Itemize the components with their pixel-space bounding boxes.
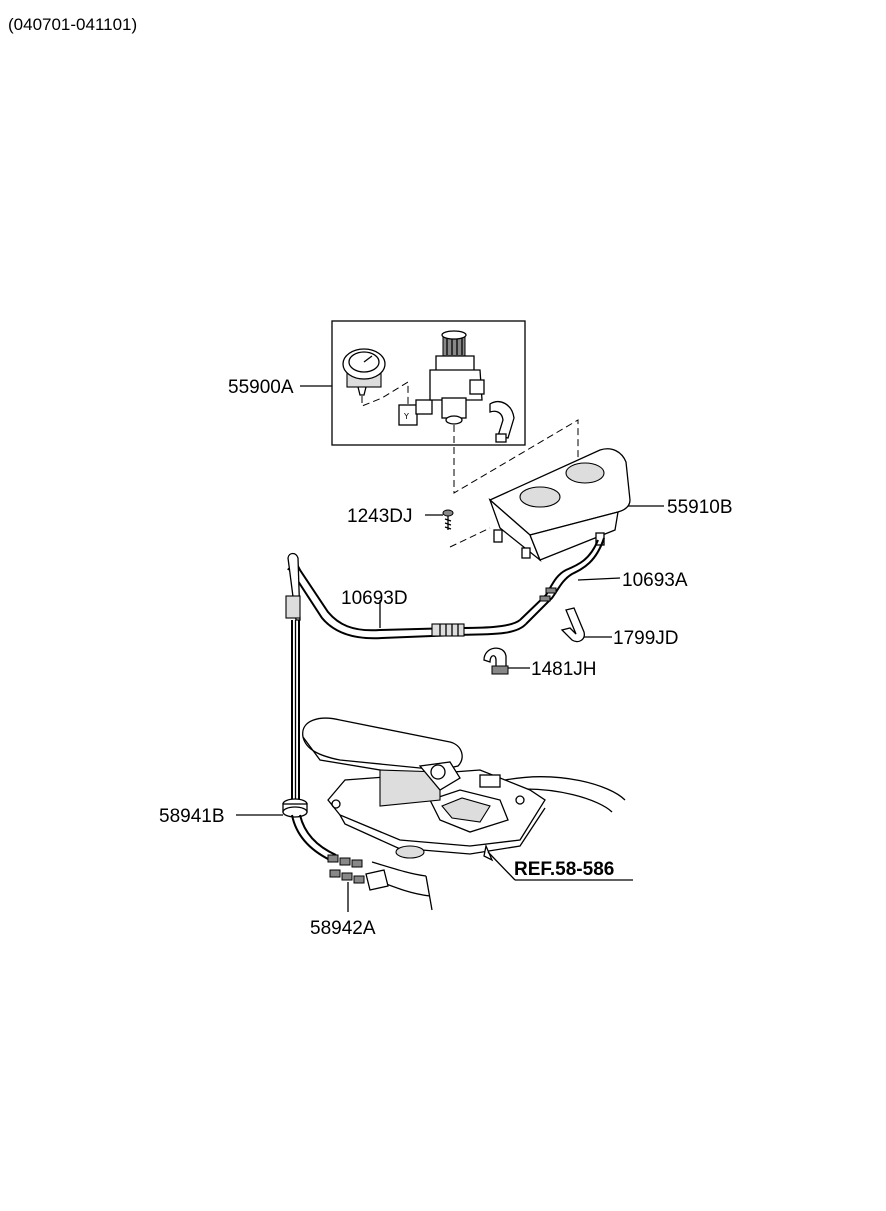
elbow-fitting-icon (489, 401, 515, 443)
pressure-regulator-icon (429, 330, 485, 425)
hose-clamp-icon (483, 647, 509, 675)
date-range-header: (040701-041101) (8, 15, 137, 34)
callout-58942A: 58942A (310, 918, 376, 939)
fitting-group: 58942A (310, 854, 389, 939)
reservoir-group: 55910B (488, 448, 733, 563)
pressure-gauge-icon (342, 348, 386, 396)
grommet-group: 58941B (159, 798, 337, 861)
hose-clip-icon (560, 607, 585, 643)
callout-55910B: 55910B (667, 497, 733, 518)
brake-fitting-icon (327, 854, 389, 891)
callout-1243DJ: 1243DJ (347, 506, 413, 527)
tee-fitting-icon: Y (398, 399, 433, 426)
clip-group: 1799JD (560, 607, 679, 649)
screw-group: 1243DJ (347, 506, 491, 548)
svg-text:Y: Y (403, 412, 409, 421)
callout-58941B: 58941B (159, 806, 225, 827)
pedal-assembly: REF.58-586 (302, 717, 633, 911)
hose-routing: 10693A 10693D (285, 537, 688, 800)
grommet-icon (282, 798, 308, 818)
callout-10693A: 10693A (622, 570, 688, 591)
callout-10693D: 10693D (341, 588, 408, 609)
foot-pedal-icon (302, 717, 501, 859)
reference-label: REF.58-586 (514, 859, 614, 880)
regulator-assembly-box (331, 320, 526, 446)
clamp-group: 1481JH (483, 647, 597, 680)
callout-1481JH: 1481JH (531, 659, 597, 680)
reservoir-tank-icon (488, 448, 631, 563)
regulator-assembly-group: Y 55900A (228, 320, 526, 446)
callout-1799JD: 1799JD (613, 628, 679, 649)
screw-icon (442, 509, 454, 530)
callout-55900A: 55900A (228, 377, 294, 398)
